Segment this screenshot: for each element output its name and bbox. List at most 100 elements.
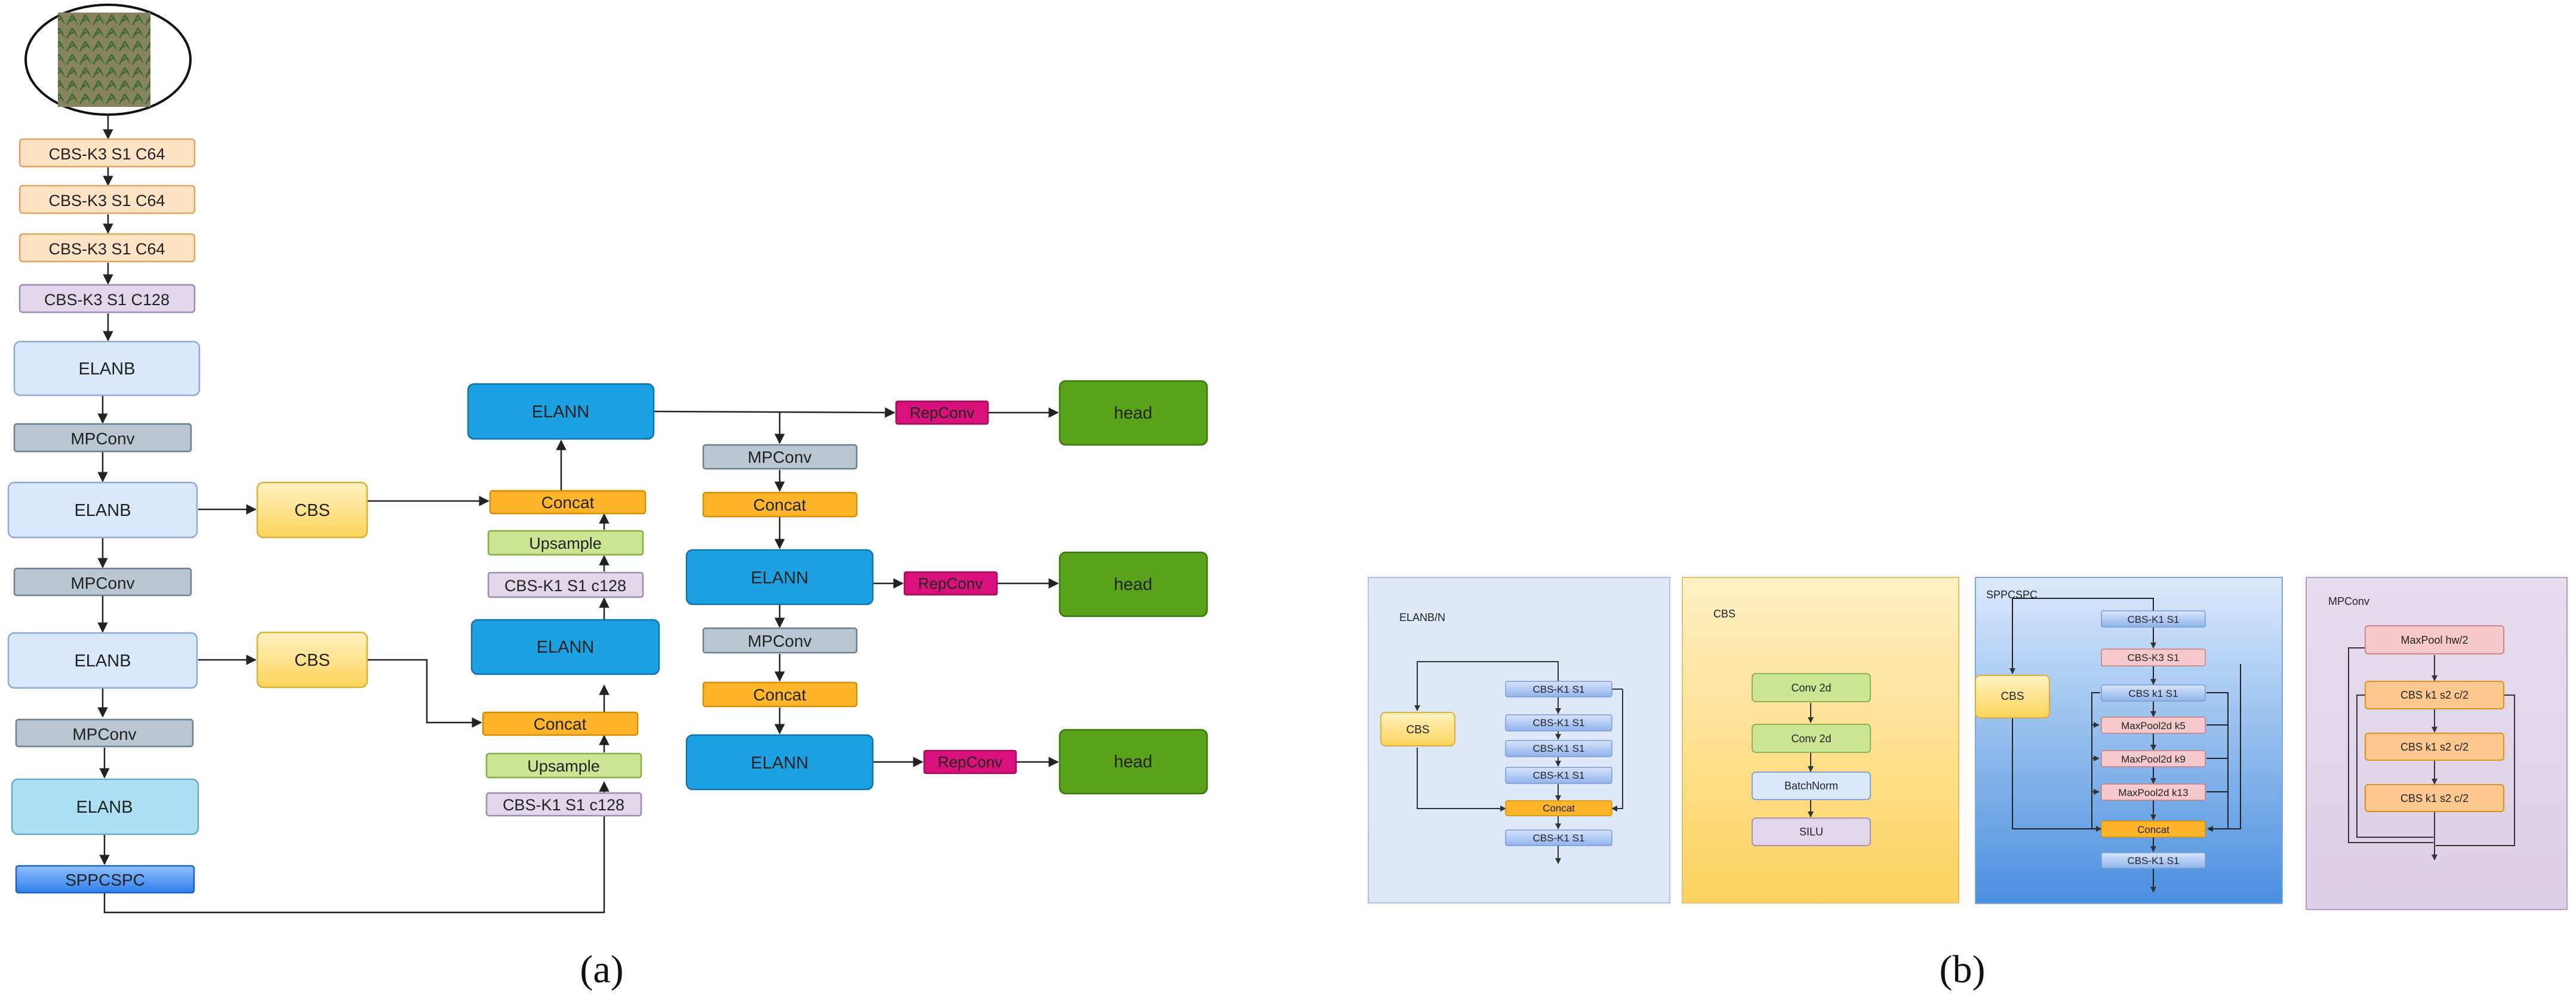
svg-text:CBS: CBS — [294, 501, 330, 520]
svg-text:ELANN: ELANN — [537, 638, 595, 657]
svg-text:CBS k1 S1: CBS k1 S1 — [2128, 688, 2178, 699]
svg-text:Conv 2d: Conv 2d — [1791, 682, 1831, 694]
repconv-3: RepConv — [923, 749, 1017, 775]
svg-text:CBS-K1 S1: CBS-K1 S1 — [1533, 832, 1585, 844]
svg-text:CBS k1 s2 c/2: CBS k1 s2 c/2 — [2400, 741, 2469, 753]
svg-text:CBS-K3 S1 C64: CBS-K3 S1 C64 — [48, 240, 165, 258]
svg-text:ELANB: ELANB — [74, 501, 131, 520]
input-image — [58, 13, 150, 107]
svg-text:MPConv: MPConv — [747, 632, 811, 650]
svg-text:head: head — [1114, 575, 1153, 594]
elanb-2: ELANB — [7, 481, 198, 539]
svg-text:SILU: SILU — [1799, 826, 1823, 838]
elann-mid: ELANN — [470, 619, 660, 675]
svg-text:CBS: CBS — [1713, 608, 1735, 620]
cbs-side-2: CBS — [256, 631, 368, 689]
head-2: head — [1058, 551, 1208, 617]
caption-b: (b) — [1940, 948, 1986, 991]
mpconv-3: MPConv — [15, 718, 194, 748]
elann-top: ELANN — [467, 383, 655, 440]
svg-text:CBS-K3 S1 C64: CBS-K3 S1 C64 — [48, 145, 165, 163]
svg-text:CBS-K1 S1: CBS-K1 S1 — [1533, 717, 1585, 729]
svg-text:Upsample: Upsample — [529, 534, 602, 552]
caption-a: (a) — [580, 948, 623, 991]
svg-text:CBS-K1 S1: CBS-K1 S1 — [2128, 614, 2180, 625]
svg-text:CBS k1 s2 c/2: CBS k1 s2 c/2 — [2400, 689, 2469, 701]
elann-head-1: ELANN — [685, 549, 874, 606]
panel-b-sppcspc: SPPCSPC — [1975, 577, 2283, 904]
concat-head-1: Concat — [702, 491, 858, 518]
svg-text:ELANN: ELANN — [532, 402, 590, 422]
svg-text:SPPCSPC: SPPCSPC — [65, 871, 145, 889]
svg-text:MaxPool2d k9: MaxPool2d k9 — [2121, 754, 2186, 765]
svg-text:head: head — [1114, 752, 1153, 772]
repconv-1: RepConv — [895, 400, 989, 425]
svg-text:ELANN: ELANN — [751, 754, 809, 773]
svg-text:ELANB: ELANB — [78, 359, 135, 379]
svg-text:Upsample: Upsample — [527, 757, 600, 775]
svg-text:CBS-K1 S1: CBS-K1 S1 — [1533, 684, 1585, 695]
svg-text:ELANB: ELANB — [74, 651, 131, 671]
svg-text:MaxPool hw/2: MaxPool hw/2 — [2400, 634, 2468, 646]
panel-a: CBS-K3 S1 C64 CBS-K3 S1 C64 CBS-K3 S1 C6… — [7, 4, 1208, 991]
mpconv-2: MPConv — [13, 567, 192, 597]
svg-text:Concat: Concat — [541, 493, 595, 512]
svg-text:CBS: CBS — [294, 651, 330, 670]
mpconv-1: MPConv — [13, 423, 192, 453]
svg-text:CBS-K1 S1 c128: CBS-K1 S1 c128 — [503, 796, 624, 814]
svg-text:Concat: Concat — [2137, 824, 2169, 835]
mpconv-head-2: MPConv — [702, 627, 858, 654]
svg-text:Concat: Concat — [753, 496, 807, 514]
stem-block-4: CBS-K3 S1 C128 — [19, 284, 196, 314]
svg-text:Concat: Concat — [1543, 803, 1575, 814]
svg-text:CBS: CBS — [2001, 690, 2024, 703]
elanb-1: ELANB — [13, 340, 201, 397]
elanb-3: ELANB — [7, 632, 198, 689]
svg-text:BatchNorm: BatchNorm — [1784, 780, 1838, 792]
svg-text:ELANN: ELANN — [751, 568, 809, 588]
svg-text:Concat: Concat — [534, 715, 587, 733]
svg-text:CBS k1 s2 c/2: CBS k1 s2 c/2 — [2400, 792, 2469, 804]
svg-text:RepConv: RepConv — [938, 753, 1002, 771]
cbs-side-1: CBS — [256, 481, 368, 539]
cbs-k1-c128-top: CBS-K1 S1 c128 — [487, 571, 644, 598]
svg-text:RepConv: RepConv — [910, 404, 974, 422]
svg-text:MaxPool2d k13: MaxPool2d k13 — [2118, 787, 2188, 798]
svg-text:CBS-K1 S1: CBS-K1 S1 — [2128, 855, 2180, 866]
panel-b-elan: ELANB/N CBS CBS-K1 S1 CBS-K1 S1 CBS-K1 S… — [1368, 577, 1670, 903]
head-1: head — [1058, 380, 1208, 446]
svg-text:CBS-K3 S1 C64: CBS-K3 S1 C64 — [48, 192, 165, 210]
upsample-top: Upsample — [487, 530, 644, 556]
svg-text:Concat: Concat — [753, 686, 807, 704]
svg-text:ELANB/N: ELANB/N — [1399, 611, 1445, 623]
stem-block-1: CBS-K3 S1 C64 — [19, 138, 196, 168]
elann-head-2: ELANN — [685, 734, 874, 791]
repconv-2: RepConv — [903, 571, 998, 596]
panel-b: ELANB/N CBS CBS-K1 S1 CBS-K1 S1 CBS-K1 S… — [1368, 577, 2568, 991]
svg-text:head: head — [1114, 404, 1153, 423]
svg-text:MPConv: MPConv — [2328, 595, 2369, 607]
svg-text:CBS-K1 S1 c128: CBS-K1 S1 c128 — [504, 577, 626, 595]
head-3: head — [1058, 729, 1208, 795]
svg-text:CBS-K1 S1: CBS-K1 S1 — [1533, 743, 1585, 754]
svg-text:MPConv: MPConv — [70, 429, 134, 448]
svg-text:CBS: CBS — [1406, 724, 1429, 736]
svg-text:CBS-K1 S1: CBS-K1 S1 — [1533, 770, 1585, 781]
cbs-k1-c128-bottom: CBS-K1 S1 c128 — [485, 792, 642, 817]
svg-text:RepConv: RepConv — [918, 574, 983, 592]
sppcspc-block: SPPCSPC — [15, 865, 195, 894]
svg-text:MaxPool2d k5: MaxPool2d k5 — [2121, 720, 2186, 732]
svg-text:MPConv: MPConv — [70, 574, 134, 592]
svg-text:MPConv: MPConv — [72, 725, 136, 743]
concat-head-2: Concat — [702, 681, 858, 708]
concat-mid: Concat — [482, 711, 639, 736]
stem-block-3: CBS-K3 S1 C64 — [19, 233, 196, 263]
svg-text:CBS-K3 S1: CBS-K3 S1 — [2128, 652, 2180, 663]
svg-text:MPConv: MPConv — [747, 448, 811, 466]
upsample-mid: Upsample — [485, 752, 642, 779]
svg-text:CBS-K3 S1 C128: CBS-K3 S1 C128 — [44, 291, 170, 309]
mpconv-head-1: MPConv — [702, 444, 858, 470]
svg-text:Conv 2d: Conv 2d — [1791, 733, 1831, 745]
